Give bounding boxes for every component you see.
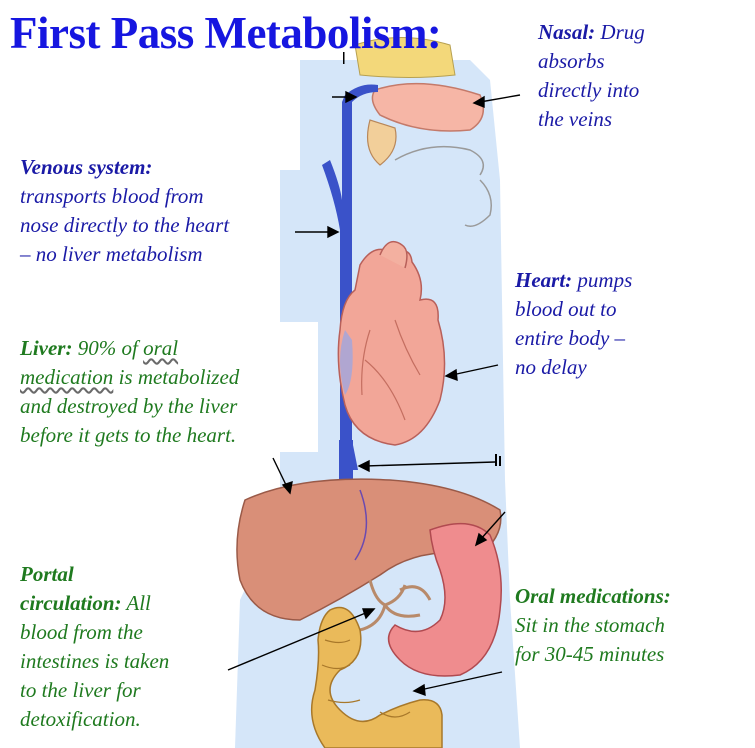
- label-heart-text: pumps: [577, 268, 633, 292]
- heart-vessels: [361, 319, 421, 421]
- arrow-oral: [419, 671, 503, 691]
- label-heart: Heart: pumps blood out to entire body – …: [515, 266, 715, 382]
- label-portal-text: All: [126, 591, 151, 615]
- label-heart-heading: Heart:: [515, 268, 573, 292]
- nasal-lower: [367, 119, 397, 166]
- arrow-heart-head: [444, 368, 458, 382]
- arrow-liver-head: [281, 480, 293, 495]
- page-title: First Pass Metabolism:: [10, 8, 442, 58]
- liver-lobe-line: [354, 489, 368, 561]
- arrow-vein-top-head: [345, 90, 358, 104]
- label-liver-text: is metabolized: [118, 365, 240, 389]
- arrow-vein-mid-head: [357, 459, 370, 473]
- intestine-folds: [321, 639, 411, 718]
- label-portal-text: to the liver for: [20, 678, 141, 702]
- label-heart-text: entire body –: [515, 326, 626, 350]
- label-heart-text: no delay: [515, 355, 587, 379]
- arrow-stomach-head: [474, 532, 488, 547]
- stomach-organ: [387, 522, 502, 677]
- label-oral-text: Sit in the stomach: [515, 613, 665, 637]
- arrow-nasal-head: [472, 95, 485, 109]
- label-oral-text: for 30-45 minutes: [515, 642, 665, 666]
- mark-small-2: [499, 456, 501, 466]
- label-liver-text: before it gets to the heart.: [20, 423, 237, 447]
- arrow-liver: [272, 457, 288, 488]
- label-nasal-text: the veins: [538, 107, 613, 131]
- heart-organ: [337, 248, 446, 446]
- label-nasal-heading: Nasal:: [538, 20, 596, 44]
- liver-text-panel: [0, 322, 318, 452]
- mark-small-3: [343, 52, 345, 64]
- vein-vessel: [322, 84, 378, 470]
- label-nasal: Nasal: Drug absorbs directly into the ve…: [538, 18, 748, 134]
- heart-vein-shade: [340, 330, 353, 395]
- label-oral: Oral medications: Sit in the stomach for…: [515, 582, 750, 669]
- mark-small-1: [495, 454, 497, 466]
- vein-lower: [339, 440, 353, 480]
- label-liver-heading: Liver:: [20, 336, 73, 360]
- label-portal-text: detoxification.: [20, 707, 141, 731]
- label-nasal-text: Drug: [600, 20, 645, 44]
- heart-aorta: [379, 240, 408, 269]
- label-liver-text: 90% of: [77, 336, 138, 360]
- label-venous-text: nose directly to the heart: [20, 213, 230, 237]
- label-heart-text: blood out to: [515, 297, 617, 321]
- label-liver-text: oral: [143, 336, 179, 360]
- arrow-heart: [451, 364, 499, 376]
- label-portal-heading: Portal: [20, 562, 74, 586]
- label-liver: Liver: 90% of oral medication is metabol…: [20, 334, 315, 450]
- label-venous-heading: Venous system:: [20, 155, 153, 179]
- arrow-stomach: [479, 511, 506, 541]
- label-oral-heading: Oral medications:: [515, 584, 671, 608]
- nasal-sinus: [354, 37, 456, 78]
- arrow-oral-head: [412, 683, 426, 697]
- throat-outline: [394, 145, 492, 227]
- label-nasal-text: directly into: [538, 78, 640, 102]
- label-nasal-text: absorbs: [538, 49, 605, 73]
- label-venous-text: – no liver metabolism: [20, 242, 203, 266]
- arrow-portal-head: [362, 608, 376, 620]
- arrow-venous-head: [327, 225, 340, 239]
- label-venous: Venous system: transports blood from nos…: [20, 153, 320, 269]
- label-venous-text: transports blood from: [20, 184, 204, 208]
- label-liver-text: and destroyed by the liver: [20, 394, 238, 418]
- label-portal-text: intestines is taken: [20, 649, 170, 673]
- callout-arrows: [227, 90, 521, 697]
- label-portal-text: blood from the: [20, 620, 143, 644]
- arrow-nasal: [479, 94, 521, 103]
- portal-vessels: [359, 579, 432, 632]
- label-portal: Portal circulation: All blood from the i…: [20, 560, 230, 734]
- arrow-vein-mid: [364, 461, 496, 467]
- label-liver-text: medication: [20, 365, 114, 389]
- arrow-portal: [227, 611, 369, 671]
- label-portal-heading: circulation:: [20, 591, 122, 615]
- nasal-turbinate: [371, 82, 485, 132]
